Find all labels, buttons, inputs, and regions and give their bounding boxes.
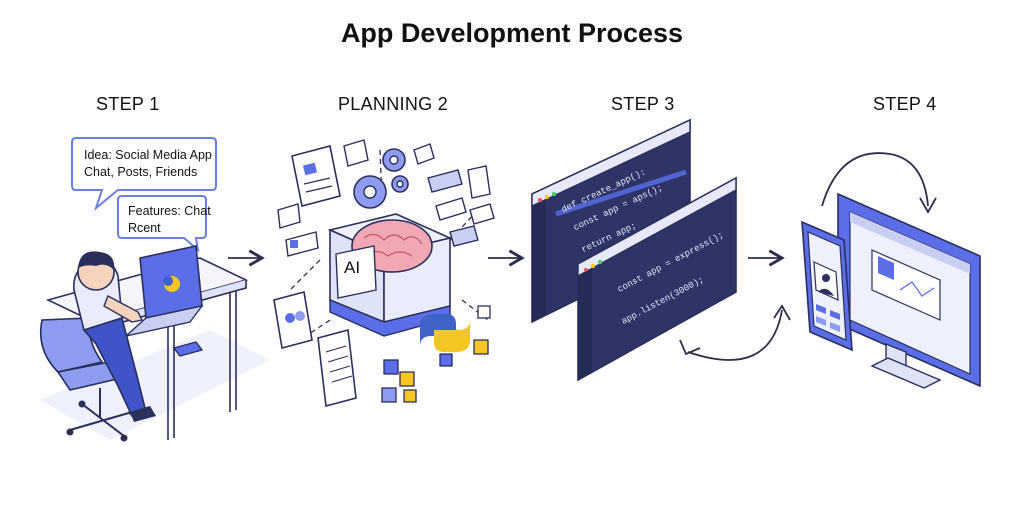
- laptop: [123, 245, 204, 338]
- document-icon: [317, 328, 357, 408]
- idea-bubble-text: Idea: Social Media App Chat, Posts, Frie…: [84, 147, 212, 181]
- step-1-label: STEP 1: [96, 94, 160, 114]
- code-editor-window-back: [531, 118, 691, 324]
- flowchart-icon: [413, 143, 495, 247]
- page-title: App Development Process: [340, 18, 684, 48]
- deploy-cycle-arrow-icon: [821, 152, 929, 207]
- ai-label-tag: [335, 245, 377, 299]
- note-icon: [277, 203, 301, 229]
- desktop-monitor: [837, 192, 981, 389]
- developer-person: [73, 251, 156, 422]
- card-icon: [285, 231, 319, 257]
- module-blocks: [381, 305, 491, 403]
- idea-line-2: Chat, Posts, Friends: [84, 165, 198, 179]
- step-3-illustration: [531, 118, 791, 382]
- ai-label: AI: [344, 258, 361, 277]
- idea-speech-bubble: [71, 137, 217, 211]
- document-icon: [291, 145, 341, 207]
- phone-icon: [172, 341, 204, 357]
- iteration-arrow-icon: [687, 309, 783, 361]
- features-line-1: Features: Chat: [128, 204, 211, 218]
- idea-line-1: Idea: Social Media App: [84, 148, 212, 162]
- step-4-label: STEP 4: [873, 94, 937, 114]
- step-2-label: PLANNING 2: [338, 94, 449, 114]
- step-2-illustration: [273, 139, 495, 408]
- features-bubble-text: Features: Chat Rcent: [128, 203, 211, 237]
- smartphone: [801, 220, 853, 352]
- step-4-illustration: [801, 152, 981, 389]
- python-logo-icon: [420, 314, 470, 352]
- step-1-illustration: [39, 137, 270, 442]
- step-3-label: STEP 3: [611, 94, 675, 114]
- note-icon: [343, 139, 369, 167]
- features-speech-bubble: [117, 195, 207, 253]
- code-editor-window-front: [577, 176, 737, 382]
- features-line-2: Rcent: [128, 221, 161, 235]
